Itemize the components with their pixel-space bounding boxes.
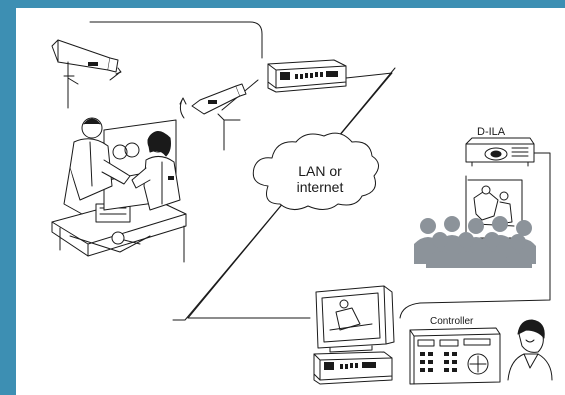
security-camera-icon <box>51 39 122 109</box>
recorder-icon <box>267 59 347 93</box>
people-working-icon <box>51 117 187 263</box>
frame-left-border <box>0 0 16 395</box>
projector-icon <box>465 137 535 167</box>
network-diagram <box>51 21 553 385</box>
projector-cable <box>399 152 551 319</box>
camera-cable <box>89 21 263 59</box>
audience-icon <box>414 216 536 268</box>
projector-label: D-ILA <box>477 126 506 138</box>
monitor-icon <box>315 285 395 353</box>
security-camera-icon <box>179 83 247 151</box>
network-cloud-label: LAN or internet <box>270 163 370 195</box>
cloud-icon <box>252 132 379 210</box>
operator-icon <box>507 319 553 381</box>
cloud-label-line2: internet <box>296 179 344 195</box>
recorder-icon <box>313 351 393 385</box>
controller-icon <box>409 327 501 385</box>
frame-top-border <box>0 0 565 8</box>
controller-label: Controller <box>430 316 474 327</box>
cloud-label-line1: LAN or <box>298 163 342 179</box>
